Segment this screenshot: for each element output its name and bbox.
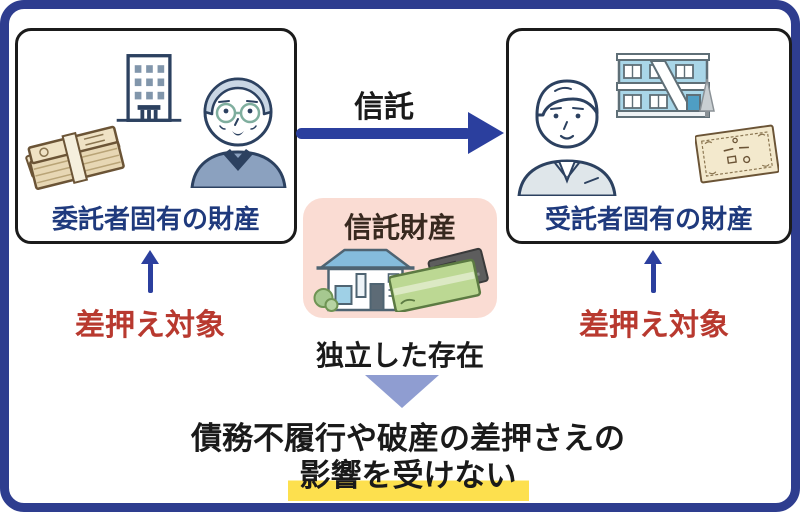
stock-certificate-icon [695,124,779,184]
seizure-left-label: 差押え対象 [75,308,225,343]
trustee-property-box: 受託者固有の財産 [506,28,792,244]
trust-property-title: 信託財産 [343,211,456,244]
settlor-box-label: 委託者固有の財産 [51,205,260,235]
office-building-icon [116,54,182,122]
trust-property-box: 信託財産 [303,198,497,318]
trust-arrow-head-icon [468,112,504,154]
bankbook-card-icon [389,247,489,312]
trust-arrow-shaft [296,128,472,139]
house-icon [313,248,415,312]
conclusion-line2-highlight: 影響を受けない [287,450,529,501]
settlor-property-box: 委託者固有の財産 [15,28,297,244]
seizure-left-arrow-shaft [148,263,153,293]
seizure-right-arrow-icon [644,250,662,264]
down-arrow-icon [365,375,439,408]
young-man-icon [517,79,617,196]
seizure-right-label: 差押え対象 [579,308,729,343]
trust-arrow-label: 信託 [354,90,414,125]
seizure-right-arrow-shaft [651,263,656,293]
seizure-left-arrow-icon [141,250,159,264]
independence-label: 独立した存在 [315,339,484,372]
trustee-box-label: 受託者固有の財産 [544,205,753,235]
apartment-building-icon [616,53,715,118]
conclusion-line2: 影響を受けない [98,450,718,501]
cash-bundle-icon [25,125,125,190]
elderly-man-icon [190,77,287,188]
